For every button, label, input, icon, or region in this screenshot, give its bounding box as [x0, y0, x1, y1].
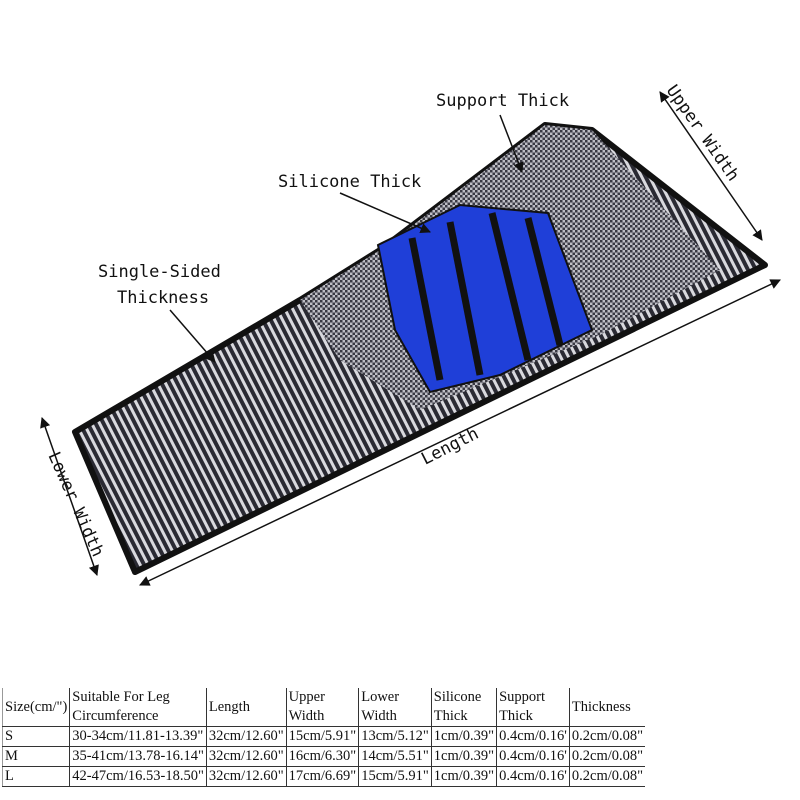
table-cell: 0.2cm/0.08" [568, 746, 646, 767]
header-line: Size(cm/") [5, 698, 68, 715]
header-line: Thickness [571, 698, 631, 715]
table-cell: 42-47cm/16.53-18.50" [69, 766, 207, 787]
table-cell: 32cm/12.60" [205, 766, 287, 787]
table-header-cell: Size(cm/") [1, 688, 71, 727]
table-cell: 1cm/0.39" [430, 746, 498, 767]
label-support-thick: Support Thick [436, 91, 569, 111]
knee-sleeve [72, 122, 768, 575]
table-cell: M [1, 746, 71, 767]
header-line: Length [208, 698, 250, 715]
header-line: Width [361, 708, 397, 724]
table-cell: S [1, 726, 71, 747]
table-header-cell: Thickness [568, 688, 646, 727]
table-cell: 17cm/6.69" [285, 766, 360, 787]
table-cell: 30-34cm/11.81-13.39" [69, 726, 207, 747]
knee-sleeve-diagram: Support Thick Upper Width Silicone Thick… [40, 81, 781, 586]
header-line: Support [499, 689, 545, 705]
table-cell: 0.2cm/0.08" [568, 766, 646, 787]
header-line: Circumference [72, 708, 159, 724]
table-cell: 0.4cm/0.16' [496, 766, 570, 787]
table-cell: 32cm/12.60" [205, 726, 287, 747]
table-cell: 16cm/6.30" [285, 746, 360, 767]
header-line: Width [288, 708, 325, 724]
table-cell: 15cm/5.91" [285, 726, 360, 747]
header-line: Silicone [433, 689, 482, 705]
annotations [40, 91, 781, 586]
table-cell: 0.4cm/0.16' [496, 726, 570, 747]
header-line: Suitable For Leg [72, 689, 170, 705]
table-header-cell: Length [205, 688, 287, 727]
table-cell: 35-41cm/13.78-16.14" [69, 746, 207, 767]
label-single-sided: Single-Sided [98, 262, 221, 282]
table-cell: L [1, 766, 71, 787]
table-cell: 1cm/0.39" [430, 766, 498, 787]
table-cell: 14cm/5.51" [358, 746, 432, 767]
table-cell: 1cm/0.39" [430, 726, 498, 747]
table-cell: 32cm/12.60" [205, 746, 287, 767]
header-line: Thick [433, 708, 468, 724]
header-line: Thick [499, 708, 533, 724]
table-cell: 15cm/5.91" [358, 766, 432, 787]
label-silicone-thick: Silicone Thick [278, 172, 421, 192]
table-cell: 0.4cm/0.16' [496, 746, 570, 767]
label-thickness: Thickness [117, 288, 209, 308]
header-line: Upper [288, 689, 325, 705]
label-upper-width: Upper Width [662, 81, 743, 185]
table-cell: 13cm/5.12" [358, 726, 432, 747]
table-cell: 0.2cm/0.08" [568, 726, 646, 747]
header-line: Lower [361, 689, 400, 705]
